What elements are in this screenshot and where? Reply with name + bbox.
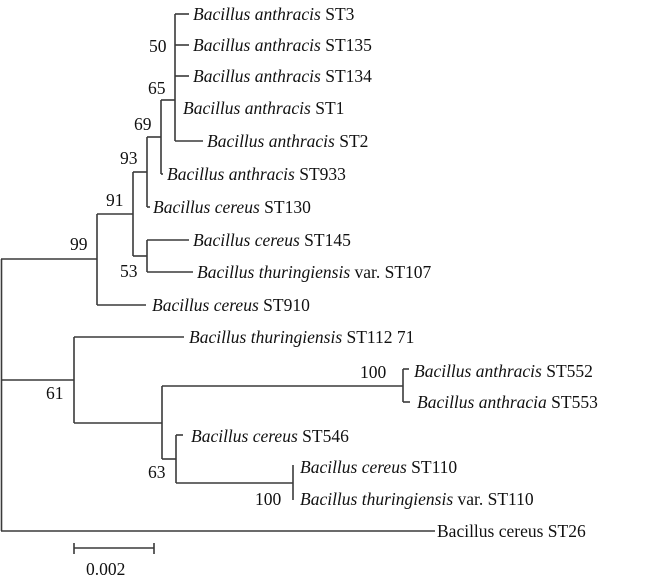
leaf-label: Bacillus anthracis ST552 bbox=[414, 361, 593, 381]
bootstrap-value: 50 bbox=[149, 36, 167, 56]
bootstrap-value: 65 bbox=[148, 78, 166, 98]
tree-branches bbox=[0, 13, 435, 532]
scale-bar: 0.002 bbox=[73, 543, 155, 579]
leaf-label: Bacillus cereus ST110 bbox=[300, 457, 457, 477]
leaf-label: Bacillus anthracis ST3 bbox=[193, 4, 355, 24]
leaf-label: Bacillus anthracis ST933 bbox=[167, 164, 346, 184]
leaf-label: Bacillus cereus ST910 bbox=[152, 295, 310, 315]
leaf-label: Bacillus anthracis ST134 bbox=[193, 66, 372, 86]
leaf-label: Bacillus cereus ST145 bbox=[193, 230, 351, 250]
bootstrap-value: 63 bbox=[148, 462, 166, 482]
leaf-label: Bacillus anthracis ST1 bbox=[183, 98, 344, 118]
scale-bar-label: 0.002 bbox=[86, 559, 125, 579]
bootstrap-values: 50 65 69 93 91 99 53 61 100 63 100 bbox=[46, 36, 387, 509]
leaf-label: Bacillus cereus ST546 bbox=[191, 426, 349, 446]
leaf-label: Bacillus anthracia ST553 bbox=[417, 392, 598, 412]
bootstrap-value: 99 bbox=[70, 234, 88, 254]
bootstrap-value: 91 bbox=[106, 190, 124, 210]
leaf-label: Bacillus cereus ST26 bbox=[437, 521, 586, 541]
leaf-labels: Bacillus anthracis ST3 Bacillus anthraci… bbox=[152, 4, 598, 541]
leaf-label: Bacillus cereus ST130 bbox=[153, 197, 311, 217]
leaf-label: Bacillus thuringiensis var. ST110 bbox=[300, 489, 534, 509]
bootstrap-value: 93 bbox=[120, 148, 138, 168]
bootstrap-value: 100 bbox=[255, 489, 282, 509]
bootstrap-value: 100 bbox=[360, 362, 387, 382]
bootstrap-value: 61 bbox=[46, 383, 64, 403]
leaf-label: Bacillus thuringiensis var. ST107 bbox=[197, 262, 432, 282]
leaf-label: Bacillus anthracis ST135 bbox=[193, 35, 372, 55]
bootstrap-value: 69 bbox=[134, 114, 152, 134]
leaf-label: Bacillus anthracis ST2 bbox=[207, 131, 368, 151]
bootstrap-value: 53 bbox=[120, 261, 138, 281]
leaf-label: Bacillus thuringiensis ST112 71 bbox=[189, 327, 414, 347]
